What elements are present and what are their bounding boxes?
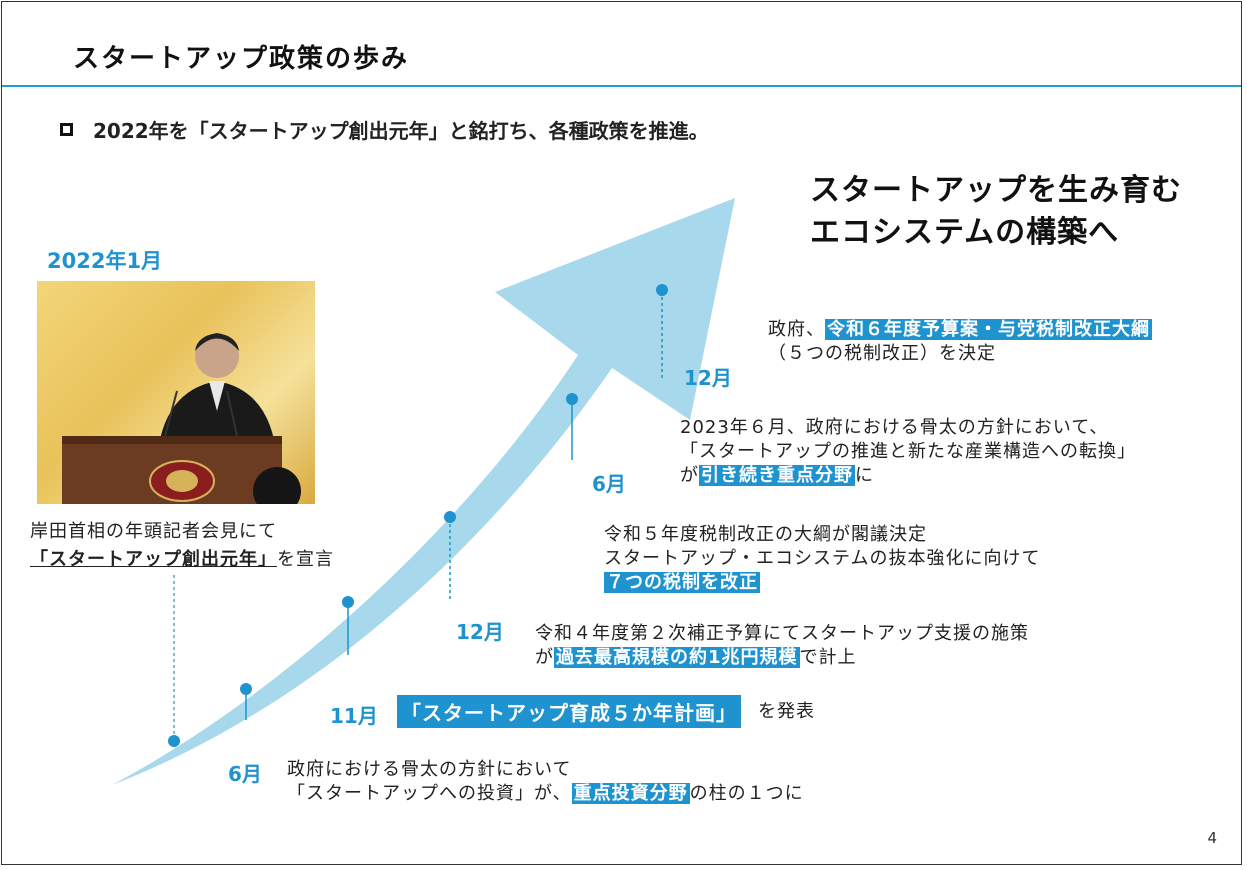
- milestone-line: スタートアップ・エコシステムの抜本強化に向けて: [604, 548, 1041, 569]
- milestone-dot-12: [444, 511, 456, 523]
- milestone-line: 「スタートアップの推進と新たな産業構造への転換」: [680, 441, 1136, 462]
- photo-caption: 岸田首相の年頭記者会見にて 「スタートアップ創出元年」を宣言: [30, 518, 334, 574]
- milestone-line: 令和４年度第２次補正予算にてスタートアップ支援の施策: [535, 623, 1029, 644]
- milestone-highlight: 令和６年度予算案・与党税制改正大綱: [825, 319, 1152, 340]
- press-conference-photo: [37, 281, 315, 504]
- year-label: 2022年1月: [47, 249, 163, 273]
- milestone-line: ７つの税制を改正: [604, 571, 1040, 595]
- milestone-highlight: 重点投資分野: [571, 783, 690, 804]
- caption-line-1: 岸田首相の年頭記者会見にて: [30, 521, 277, 542]
- milestone-line: が引き続き重点分野に: [680, 464, 1136, 488]
- milestone-highlight: ７つの税制を改正: [604, 572, 760, 593]
- milestone-text: 2023年６月、政府における骨太の方針において、 「スタートアップの推進と新たな…: [680, 416, 1136, 488]
- milestone-highlight: 「スタートアップ育成５か年計画」: [397, 695, 741, 728]
- milestone-month-label: 12月: [456, 620, 504, 644]
- goal-line-1: スタートアップを生み育む: [810, 173, 1182, 208]
- milestone-text: 政府における骨太の方針において 「スタートアップへの投資」が、重点投資分野の柱の…: [287, 758, 804, 806]
- caption-rest: を宣言: [277, 549, 334, 570]
- milestone-text-part: が: [680, 465, 699, 486]
- page-title: スタートアップ政策の歩み: [73, 44, 410, 74]
- milestone-text: 令和５年度税制改正の大綱が閣議決定 スタートアップ・エコシステムの抜本強化に向け…: [604, 523, 1040, 595]
- photo-illustration: [62, 333, 301, 504]
- milestone-month-label: 12月: [684, 366, 732, 390]
- milestone-dot-6: [240, 683, 252, 695]
- milestone-month-label: 6月: [228, 762, 262, 786]
- summary-bullet: 2022年を「スタートアップ創出元年」と銘打ち、各種政策を推進。: [60, 115, 709, 144]
- caption-emphasis: 「スタートアップ創出元年」: [30, 549, 277, 570]
- milestone-highlight: 引き続き重点分野: [699, 465, 855, 486]
- milestone-line: 令和５年度税制改正の大綱が閣議決定: [604, 524, 927, 545]
- milestone-dot-2023-6: [566, 393, 578, 405]
- milestone-text-part: で計上: [799, 647, 857, 668]
- title-divider: [2, 85, 1241, 87]
- milestone-line: 政府、令和６年度予算案・与党税制改正大綱: [768, 318, 1152, 342]
- milestone-line: 「スタートアップへの投資」が、重点投資分野の柱の１つに: [287, 782, 804, 806]
- milestone-line: 政府における骨太の方針において: [287, 759, 572, 780]
- milestone-line: が過去最高規模の約1兆円規模で計上: [535, 646, 1029, 670]
- milestone-dot-2023-12: [656, 284, 668, 296]
- milestone-dot-11: [342, 596, 354, 608]
- milestone-text: 令和４年度第２次補正予算にてスタートアップ支援の施策 が過去最高規模の約1兆円規…: [535, 622, 1029, 670]
- milestone-month-label: 11月: [330, 704, 378, 728]
- milestone-text-part: 政府、: [768, 319, 825, 340]
- milestone-text-part: を発表: [758, 701, 815, 722]
- milestone-text: 政府、令和６年度予算案・与党税制改正大綱 （５つの税制改正）を決定: [768, 318, 1152, 366]
- hollow-square-icon: [60, 123, 73, 136]
- milestone-text-part: に: [855, 465, 874, 486]
- milestone-highlight: 過去最高規模の約1兆円規模: [554, 647, 800, 668]
- milestone-line: （５つの税制改正）を決定: [768, 343, 996, 364]
- milestone-dot-2022-01: [168, 735, 180, 747]
- milestone-text-part: が: [535, 647, 554, 668]
- milestone-line: 2023年６月、政府における骨太の方針において、: [680, 417, 1109, 438]
- caption-line-2: 「スタートアップ創出元年」を宣言: [30, 546, 334, 574]
- goal-heading: スタートアップを生み育む エコシステムの構築へ: [810, 170, 1182, 254]
- goal-line-2: エコシステムの構築へ: [810, 215, 1120, 250]
- milestone-text-part: の柱の１つに: [689, 783, 804, 804]
- growth-arrow: [112, 198, 735, 785]
- milestone-month-label: 6月: [592, 472, 626, 496]
- milestone-text-part: 「スタートアップへの投資」が、: [287, 783, 572, 804]
- summary-text: 2022年を「スタートアップ創出元年」と銘打ち、各種政策を推進。: [93, 119, 709, 143]
- page-number: 4: [1207, 829, 1217, 847]
